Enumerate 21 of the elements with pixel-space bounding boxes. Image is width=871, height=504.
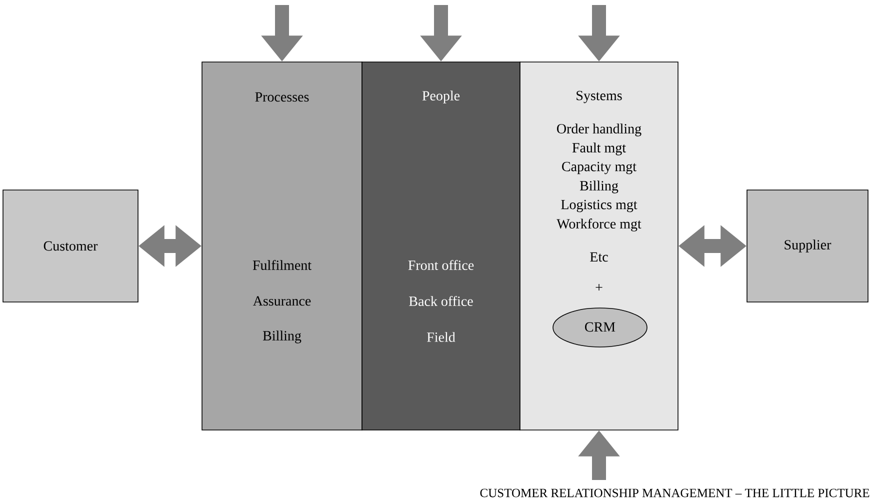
list-item: Billing <box>262 330 302 344</box>
column-heading: People <box>422 90 460 104</box>
list-item: Assurance <box>253 296 311 306</box>
list-item: Fulfilment <box>252 260 312 270</box>
list-item: Field <box>427 332 456 342</box>
list-item: Billing <box>580 180 618 194</box>
list-item: + <box>596 284 602 291</box>
list-item: Order handling <box>557 124 642 136</box>
node-label: Customer <box>44 241 98 251</box>
list-item: Back office <box>409 296 473 306</box>
column-heading: Systems <box>576 90 622 104</box>
list-item: Capacity mgt <box>562 162 636 174</box>
node-label: CRM <box>585 322 616 332</box>
caption: CUSTOMER RELATIONSHIP MANAGEMENT – THE LITTLE PICTURE <box>480 488 870 498</box>
list-item: Etc <box>590 252 608 262</box>
column-heading: Processes <box>255 92 309 102</box>
list-item: Logistics mgt <box>561 200 638 212</box>
list-item: Workforce mgt <box>556 218 642 232</box>
node-label: Supplier <box>784 240 832 252</box>
list-item: Fault mgt <box>572 142 626 156</box>
list-item: Front office <box>408 260 474 270</box>
